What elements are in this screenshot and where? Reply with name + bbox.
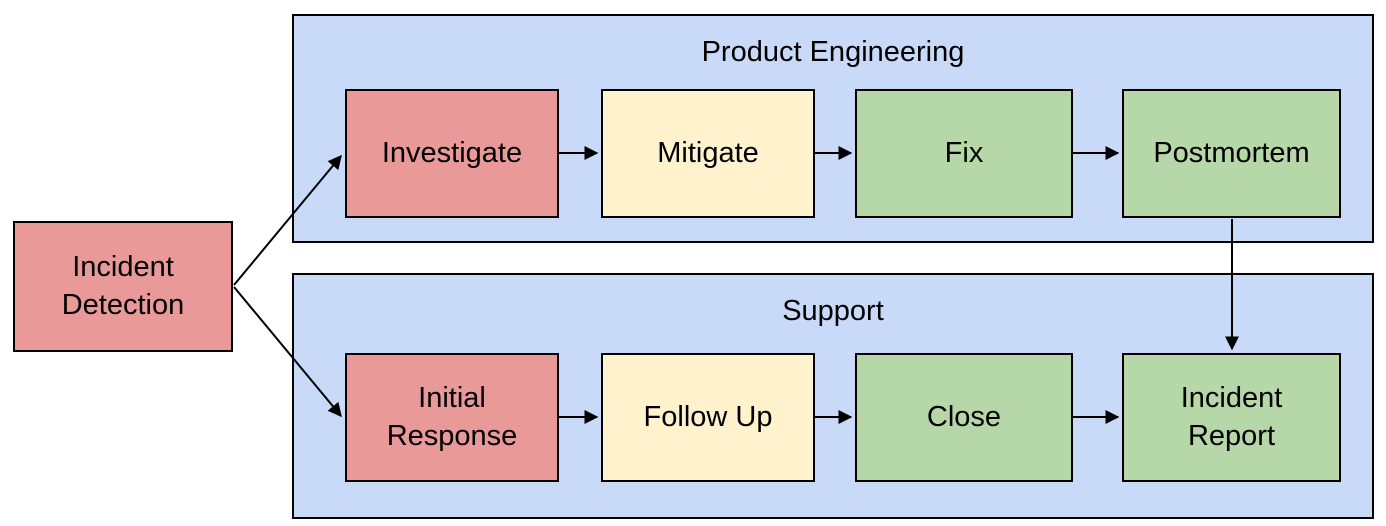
node-label: Initial Response xyxy=(386,381,518,452)
node-label: Incident Report xyxy=(1180,381,1283,452)
node-investigate: Investigate xyxy=(345,89,559,218)
node-label: Postmortem xyxy=(1153,136,1310,169)
node-label: Follow Up xyxy=(643,400,773,433)
node-postmortem: Postmortem xyxy=(1122,89,1341,218)
node-initial-response: Initial Response xyxy=(345,353,559,482)
node-fix: Fix xyxy=(855,89,1073,218)
node-mitigate: Mitigate xyxy=(601,89,815,218)
node-label: Investigate xyxy=(381,136,523,169)
node-incident-report: Incident Report xyxy=(1122,353,1341,482)
lane-title: Support xyxy=(782,295,884,327)
lane-product-engineering: Product Engineering Investigate Mitigate… xyxy=(292,14,1374,243)
lane-title: Product Engineering xyxy=(701,36,965,68)
node-label: Mitigate xyxy=(657,136,759,169)
node-label: Incident Detection xyxy=(61,250,185,321)
node-label: Close xyxy=(926,400,1002,433)
lane-support: Support Initial Response Follow Up Close… xyxy=(292,273,1374,519)
node-incident-detection: Incident Detection xyxy=(13,221,233,352)
node-close: Close xyxy=(855,353,1073,482)
node-label: Fix xyxy=(944,136,984,169)
node-follow-up: Follow Up xyxy=(601,353,815,482)
